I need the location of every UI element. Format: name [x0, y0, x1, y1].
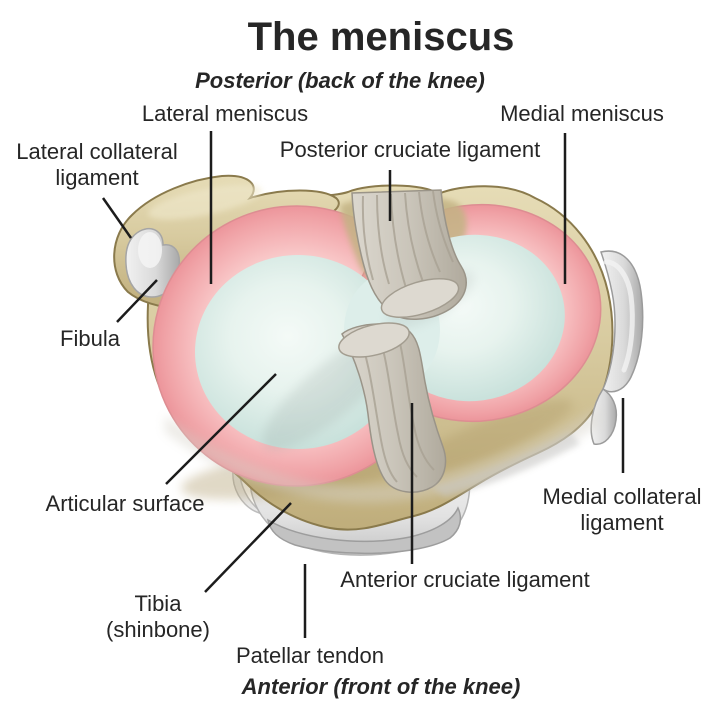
medial-meniscus-label: Medial meniscus — [500, 101, 664, 126]
fibula-label: Fibula — [60, 326, 120, 351]
medial-collateral-ligament-label: Medial collateral ligament — [543, 484, 702, 536]
tibia-label: Tibia (shinbone) — [106, 591, 210, 643]
posterior-cruciate-ligament-label: Posterior cruciate ligament — [279, 137, 541, 162]
articular-surface-label: Articular surface — [45, 491, 205, 516]
posterior-cruciate-ligament-shape — [351, 189, 467, 320]
anterior-cruciate-ligament-label: Anterior cruciate ligament — [340, 567, 590, 592]
anterior-cruciate-ligament-shape — [338, 322, 580, 497]
lateral-collateral-ligament-label-line2: ligament — [55, 164, 139, 190]
leader-lines — [101, 131, 625, 638]
tibia-label-line1: Tibia — [134, 591, 182, 616]
leader-tibia — [204, 502, 292, 593]
lateral-collateral-ligament-label-line1: Lateral collateral — [16, 139, 178, 164]
tibia-label-line2: (shinbone) — [106, 616, 210, 642]
leader-lateral-collateral-ligament — [101, 197, 133, 239]
lateral-collateral-ligament-label: Lateral collateral ligament — [16, 139, 177, 191]
fibula-highlight — [148, 184, 262, 220]
leader-articular-surface — [165, 373, 277, 485]
posterior-orientation-label: Posterior (back of the knee) — [195, 68, 485, 93]
medial-collateral-ligament-label-line2: ligament — [580, 509, 664, 535]
leader-fibula — [116, 279, 158, 323]
page-title: The meniscus — [247, 15, 515, 59]
anterior-orientation-label: Anterior (front of the knee) — [241, 674, 521, 699]
medial-collateral-ligament-label-line1: Medial collateral — [542, 484, 702, 509]
patellar-tendon-label: Patellar tendon — [236, 643, 384, 668]
lateral-meniscus-label: Lateral meniscus — [141, 101, 309, 126]
